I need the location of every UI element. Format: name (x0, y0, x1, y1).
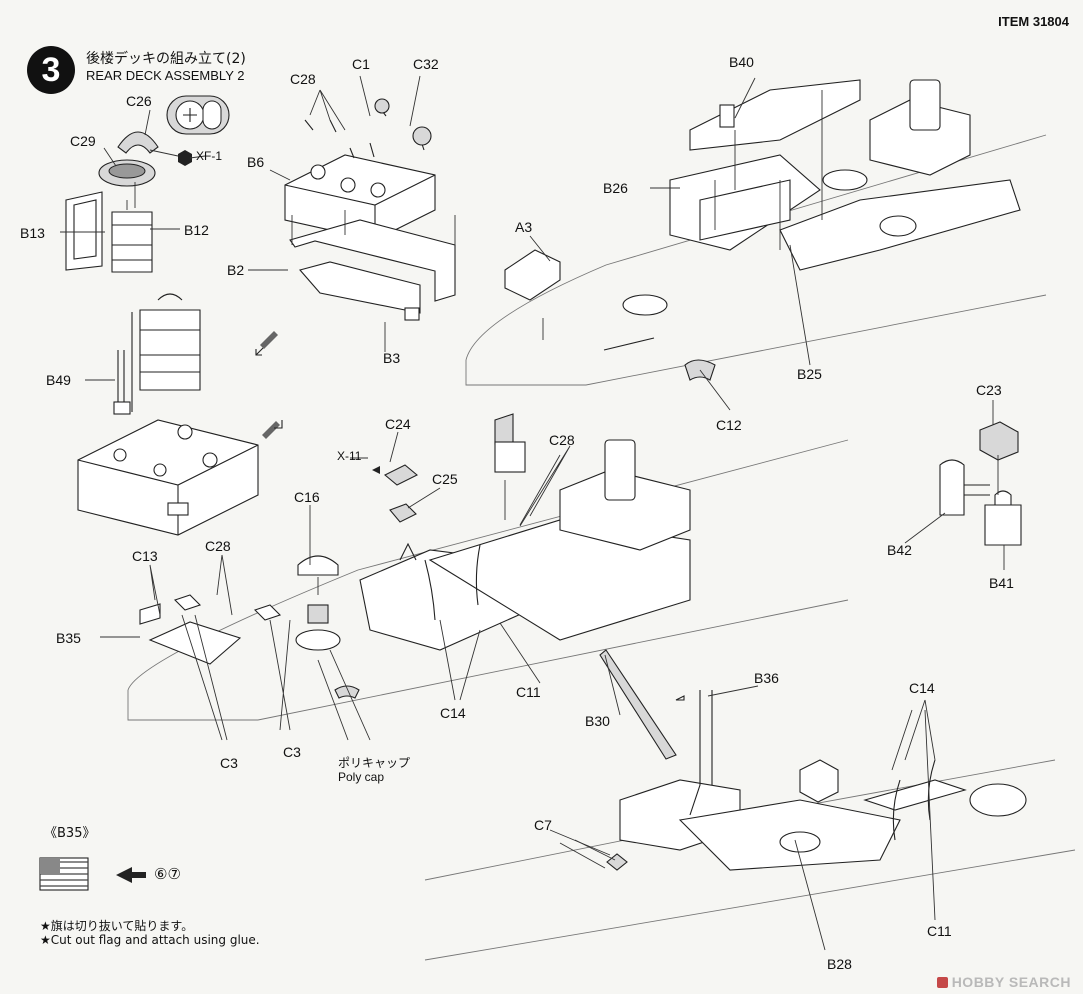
watermark-logo-icon (936, 977, 948, 988)
label-c28-top: C28 (290, 71, 316, 87)
hull-section-bottom (424, 649, 1076, 961)
label-b49: B49 (46, 372, 71, 388)
label-c3-right: C3 (283, 744, 301, 760)
watermark-text: HOBBY SEARCH (951, 974, 1071, 990)
label-x11: X-11 (337, 449, 362, 463)
paint-marker-icon (166, 95, 230, 135)
step-number: 3 (27, 46, 75, 94)
label-c3-left: C3 (220, 755, 238, 771)
label-b35: B35 (56, 630, 81, 646)
label-c25: C25 (432, 471, 458, 487)
label-c7: C7 (534, 817, 552, 833)
label-b13: B13 (20, 225, 45, 241)
label-c11-right: C11 (927, 923, 952, 939)
label-c32: C32 (413, 56, 439, 72)
item-code: ITEM 31804 (998, 14, 1069, 29)
flag-note-part: 《B35》 (44, 826, 96, 841)
label-c29: C29 (70, 133, 96, 149)
label-c13: C13 (132, 548, 158, 564)
label-c28-mid: C28 (549, 432, 575, 448)
label-b12: B12 (184, 222, 209, 238)
flag-icon (39, 857, 146, 891)
direction-arrow-icon (255, 331, 283, 439)
label-b41: B41 (989, 575, 1014, 591)
step-title-jp: 後楼デッキの組み立て(2) (86, 51, 246, 67)
label-b40: B40 (729, 54, 754, 70)
label-b42: B42 (887, 542, 912, 558)
flag-note-steps: ⑥⑦ (154, 865, 181, 883)
leader-lines (60, 75, 1005, 856)
flag-note-jp: ★旗は切り抜いて貼ります。 (40, 919, 194, 933)
label-c12: C12 (716, 417, 742, 433)
label-b26: B26 (603, 180, 628, 196)
hull-section-top (465, 79, 1047, 386)
label-c23: C23 (976, 382, 1002, 398)
label-c11-mid: C11 (516, 684, 541, 700)
funnel-assembly-b49 (77, 293, 259, 536)
flag-note-en: ★Cut out flag and attach using glue. (40, 933, 260, 947)
label-b28: B28 (827, 956, 852, 972)
step-title-en: REAR DECK ASSEMBLY 2 (86, 68, 245, 83)
label-c26: C26 (126, 93, 152, 109)
mast-parts-c23-b41-b42 (939, 421, 1022, 546)
label-c1: C1 (352, 56, 370, 72)
label-b6: B6 (247, 154, 265, 170)
label-b36: B36 (754, 670, 779, 686)
label-xf1: XF-1 (196, 149, 223, 163)
hull-section-middle (127, 413, 849, 741)
label-polycap-en: Poly cap (338, 770, 385, 784)
label-b3: B3 (383, 350, 401, 366)
label-a3: A3 (515, 219, 533, 235)
label-b2: B2 (227, 262, 245, 278)
label-b25: B25 (797, 366, 822, 382)
deck-structure-b6-b2-b3 (284, 98, 456, 321)
label-c16: C16 (294, 489, 320, 505)
label-c24: C24 (385, 416, 411, 432)
label-c28-left: C28 (205, 538, 231, 554)
watermark: HOBBY SEARCH (936, 974, 1071, 990)
label-b30: B30 (585, 713, 610, 729)
label-c14-right: C14 (909, 680, 935, 696)
funnel-cap-group (65, 131, 192, 273)
label-c14-mid: C14 (440, 705, 466, 721)
label-polycap-jp: ポリキャップ (338, 756, 411, 770)
